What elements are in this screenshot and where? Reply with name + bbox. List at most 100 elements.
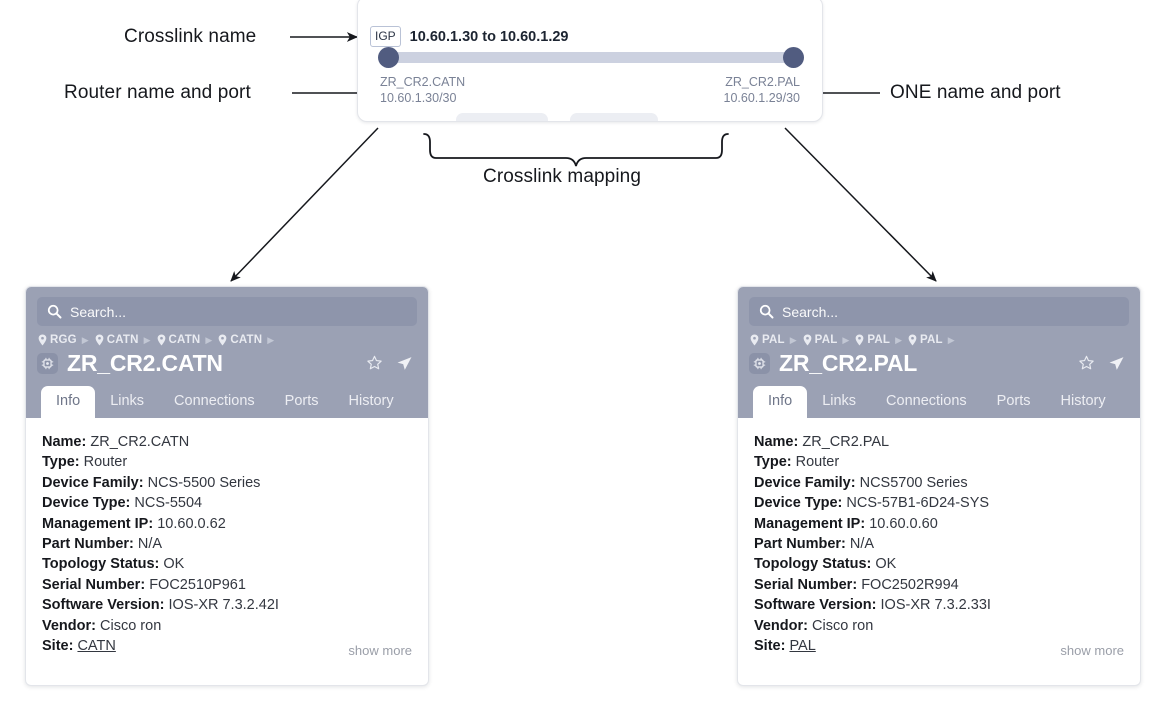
- property-label: Device Type:: [754, 495, 843, 512]
- property-label: Device Type:: [42, 495, 131, 512]
- site-link[interactable]: PAL: [789, 638, 816, 655]
- crosslink-endpoint-dot-left[interactable]: [378, 47, 399, 68]
- breadcrumb-item-1[interactable]: RGG: [38, 334, 77, 346]
- device-card-pal: Search... PAL ▶ PAL: [737, 286, 1141, 686]
- property-label: Site:: [42, 638, 74, 655]
- breadcrumb-item-3[interactable]: CATN: [157, 334, 201, 346]
- property-label: Management IP:: [754, 515, 866, 532]
- crosslink-endpoint-dot-right[interactable]: [783, 47, 804, 68]
- breadcrumb-item-2[interactable]: CATN: [95, 334, 139, 346]
- device-chip-icon: [749, 353, 770, 374]
- property-row: Vendor: Cisco ron: [754, 616, 1124, 636]
- property-row-site: Site: CATN: [42, 636, 412, 656]
- property-value: 10.60.0.62: [157, 515, 226, 532]
- breadcrumb-item-3[interactable]: PAL: [855, 334, 890, 346]
- property-label: Serial Number:: [754, 576, 858, 593]
- left-endpoint-name: ZR_CR2.CATN: [380, 75, 466, 89]
- star-outline-icon[interactable]: [366, 355, 383, 372]
- breadcrumb-item-4[interactable]: PAL: [908, 334, 943, 346]
- navigate-arrow-icon[interactable]: [396, 355, 413, 372]
- search-input[interactable]: Search...: [37, 297, 417, 326]
- tab-connections[interactable]: Connections: [886, 393, 967, 409]
- map-pin-icon: [750, 334, 759, 346]
- property-label: Topology Status:: [754, 556, 872, 573]
- igp-badge: IGP: [370, 26, 401, 47]
- property-label: Part Number:: [754, 536, 846, 553]
- property-value: N/A: [849, 536, 875, 553]
- chevron-right-icon: ▶: [842, 334, 850, 345]
- tab-history[interactable]: History: [1060, 393, 1106, 409]
- breadcrumb: RGG ▶ CATN ▶ CATN: [38, 334, 417, 346]
- property-label: Vendor:: [754, 617, 808, 634]
- brace-crosslink-mapping: [423, 133, 729, 167]
- tab-links[interactable]: Links: [110, 393, 145, 409]
- breadcrumb-label: PAL: [867, 334, 891, 346]
- card-body: Name: ZR_CR2.PAL Type: Router Device Fam…: [738, 418, 1140, 668]
- crosslink-endpoint-left: ZR_CR2.CATN 10.60.1.30/30: [380, 74, 465, 106]
- crosslink-panel: IGP 10.60.1.30 to 10.60.1.29 ZR_CR2.CATN…: [357, 0, 823, 122]
- property-value: OK: [875, 556, 897, 573]
- breadcrumb-item-1[interactable]: PAL: [750, 334, 785, 346]
- tab-ports[interactable]: Ports: [996, 393, 1031, 409]
- property-label: Software Version:: [754, 597, 877, 614]
- chevron-right-icon: ▶: [947, 334, 955, 345]
- star-outline-icon[interactable]: [1078, 355, 1095, 372]
- property-value: Router: [83, 454, 128, 471]
- property-value: 10.60.0.60: [869, 515, 938, 532]
- breadcrumb-item-4[interactable]: CATN: [218, 334, 262, 346]
- show-more-button[interactable]: show more: [1060, 643, 1124, 658]
- property-row: Device Type: NCS-5504: [42, 493, 412, 513]
- property-value: FOC2510P961: [149, 576, 246, 593]
- panel-cutoff-chip-2: [570, 113, 658, 121]
- right-endpoint-name: ZR_CR2.PAL: [725, 75, 800, 89]
- breadcrumb: PAL ▶ PAL ▶ PAL: [750, 334, 1129, 346]
- map-pin-icon: [157, 334, 165, 346]
- property-row-site: Site: PAL: [754, 636, 1124, 656]
- chevron-right-icon: ▶: [789, 334, 797, 345]
- card-title-actions: [366, 355, 417, 372]
- breadcrumb-label: PAL: [920, 334, 943, 346]
- tab-connections[interactable]: Connections: [174, 393, 255, 409]
- property-label: Site:: [754, 638, 786, 655]
- navigate-arrow-icon[interactable]: [1108, 355, 1125, 372]
- property-row: Device Type: NCS-57B1-6D24-SYS: [754, 493, 1124, 513]
- search-input[interactable]: Search...: [749, 297, 1129, 326]
- property-label: Serial Number:: [42, 576, 146, 593]
- property-value: ZR_CR2.PAL: [802, 434, 890, 450]
- property-label: Topology Status:: [42, 556, 160, 573]
- site-link[interactable]: CATN: [77, 638, 116, 655]
- page-title: ZR_CR2.PAL: [779, 350, 918, 376]
- map-pin-icon: [908, 334, 917, 346]
- card-tabs: Info Links Connections Ports History: [37, 386, 417, 418]
- property-value: Cisco ron: [100, 617, 162, 634]
- arrow-to-right-card: [784, 127, 937, 282]
- crosslink-endpoints: ZR_CR2.CATN 10.60.1.30/30 ZR_CR2.PAL 10.…: [380, 74, 800, 106]
- right-endpoint-address: 10.60.1.29/30: [723, 91, 800, 105]
- card-tabs: Info Links Connections Ports History: [749, 386, 1129, 418]
- tab-ports[interactable]: Ports: [284, 393, 319, 409]
- left-endpoint-address: 10.60.1.30/30: [380, 91, 457, 105]
- card-header: Search... PAL ▶ PAL: [738, 287, 1140, 418]
- crosslink-title-row: IGP 10.60.1.30 to 10.60.1.29: [370, 26, 569, 47]
- search-placeholder: Search...: [782, 303, 839, 320]
- crosslink-track[interactable]: [378, 47, 804, 68]
- tab-history[interactable]: History: [348, 393, 394, 409]
- property-value: NCS-5504: [134, 495, 203, 512]
- breadcrumb-label: CATN: [106, 334, 139, 346]
- property-row: Management IP: 10.60.0.60: [754, 514, 1124, 534]
- map-pin-icon: [95, 334, 104, 346]
- property-row: Software Version: IOS-XR 7.3.2.42I: [42, 595, 412, 615]
- show-more-button[interactable]: show more: [348, 643, 412, 658]
- map-pin-icon: [218, 334, 227, 346]
- card-header: Search... RGG ▶ CATN: [26, 287, 428, 418]
- property-row: Serial Number: FOC2510P961: [42, 575, 412, 595]
- breadcrumb-item-2[interactable]: PAL: [803, 334, 838, 346]
- property-value: NCS-5500 Series: [147, 474, 261, 491]
- tab-links[interactable]: Links: [822, 393, 857, 409]
- tab-info[interactable]: Info: [753, 386, 808, 418]
- tab-info[interactable]: Info: [41, 386, 96, 418]
- device-chip-icon: [37, 353, 58, 374]
- annotation-one-name-and-port: ONE name and port: [890, 82, 1061, 103]
- annotation-crosslink-mapping: Crosslink mapping: [483, 166, 641, 187]
- property-row: Part Number: N/A: [754, 534, 1124, 554]
